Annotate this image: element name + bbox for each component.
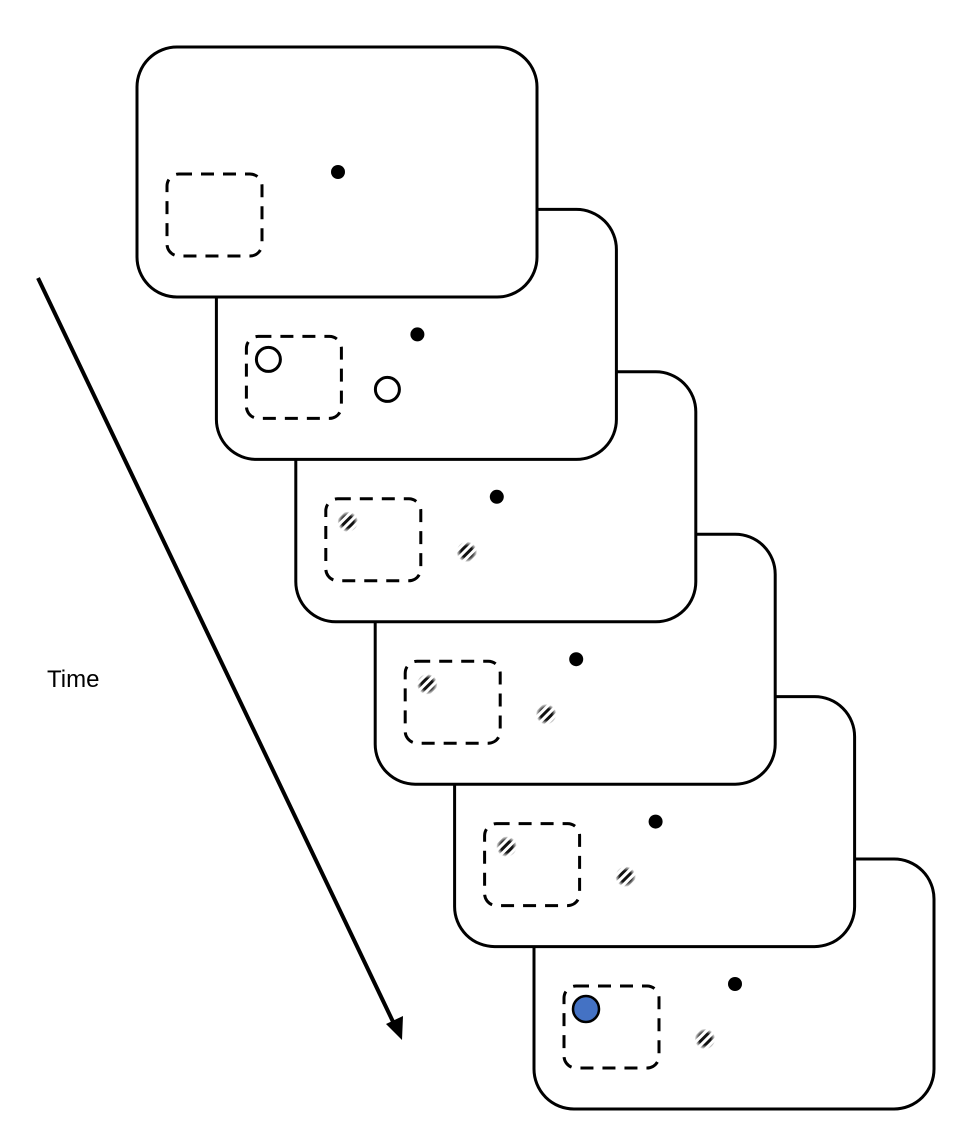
fixation-dot xyxy=(489,489,504,504)
cued-location-box xyxy=(244,334,343,420)
grating-stimulus xyxy=(416,673,438,695)
fixation-dot xyxy=(648,814,663,829)
fixation-dot xyxy=(410,327,425,342)
grating-stimulus xyxy=(456,541,478,563)
cued-location-box xyxy=(324,497,423,583)
fixation-dot xyxy=(331,165,345,179)
trial-frame-1 xyxy=(135,45,539,299)
blue-response-dot xyxy=(571,994,601,1024)
fixation-dot xyxy=(569,652,584,667)
grating-stimulus xyxy=(337,511,359,533)
cued-location-box xyxy=(403,659,502,745)
open-circle-stimulus xyxy=(254,345,282,373)
fixation-dot xyxy=(728,977,742,991)
grating-stimulus xyxy=(496,836,518,858)
time-axis-label: Time xyxy=(47,666,100,693)
cued-location-box xyxy=(483,822,582,908)
cued-location-box xyxy=(562,984,661,1070)
time-arrow xyxy=(36,277,403,1040)
open-circle-stimulus xyxy=(373,375,401,403)
cued-location-box xyxy=(165,172,264,258)
grating-stimulus xyxy=(615,866,637,888)
grating-stimulus xyxy=(535,703,557,725)
grating-stimulus xyxy=(694,1028,716,1050)
